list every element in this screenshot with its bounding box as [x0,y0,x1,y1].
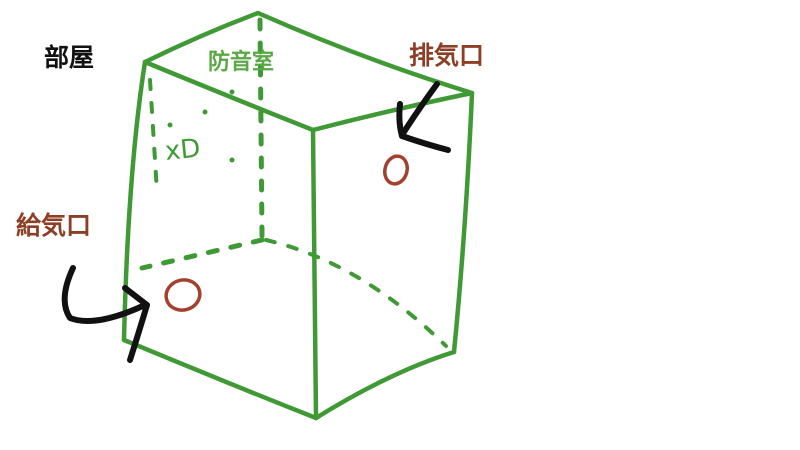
hidden-edges [139,17,448,348]
exhaust-port-label: 排気口 [409,41,485,70]
scribble-dot [229,157,235,163]
soundproof-booth-label: 防音室 [208,50,275,75]
intake-port-circle [164,278,202,312]
hidden-edge-left-floor [139,237,265,271]
exhaust-arrow-shaft [399,81,440,138]
exhaust-arrow-head-upper [396,101,405,139]
scribble-dot [202,109,208,115]
intake-port-label: 給気口 [16,211,92,240]
scribble-dot [167,122,173,128]
hidden-edge-back-left-top [148,78,159,194]
exhaust-arrow [396,81,451,153]
ports [164,154,409,312]
right-back-vertical-edge [451,90,475,355]
hidden-edge-right-floor [264,238,448,348]
scribble-dot [229,89,235,95]
intake-arrow-head-lower [127,302,150,363]
intake-arrow-shaft [61,265,148,324]
front-bottom-edge [121,337,319,421]
intake-arrow-head-upper [122,285,150,308]
scribble-dots [167,89,235,163]
room-label: 部屋 [44,43,95,72]
intake-arrow [61,265,150,363]
back-wall-scribble: xD [164,133,202,167]
front-left-vertical-edge [121,59,148,343]
box-outline [121,10,475,421]
front-vertical-edge [310,127,319,421]
right-bottom-edge [313,349,457,421]
exhaust-arrow-head-lower [399,133,451,153]
exhaust-port-circle [383,154,409,186]
